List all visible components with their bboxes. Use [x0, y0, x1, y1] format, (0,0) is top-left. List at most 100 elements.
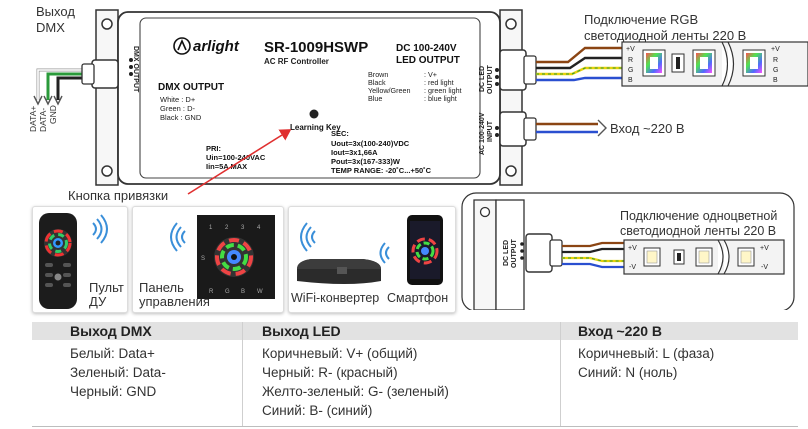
panel-key-label: 1: [209, 225, 213, 231]
wireless-signal-icon: [300, 222, 316, 252]
dmx-output-title: DMX OUTPUT: [158, 82, 224, 93]
port-led-output-1: DC LED: [479, 66, 486, 92]
led-output-title-2: LED OUTPUT: [396, 55, 460, 66]
panel-key-label: 3: [241, 225, 245, 231]
column-divider: [242, 322, 243, 426]
rgb-strip-label-1: Подключение RGB: [584, 12, 698, 27]
led-yellowgreen: Yellow/Green: [368, 86, 411, 95]
led-black: Black: [368, 78, 386, 87]
mono-led-strip: +V -V +V -V: [623, 239, 785, 275]
smartphone-label: Смартфон: [387, 291, 449, 305]
learning-key-callout: Кнопка привязки: [68, 188, 168, 203]
input-cable-gland: [499, 111, 537, 147]
mono-wires: [562, 241, 630, 269]
dmx-wire-arrows: [33, 95, 63, 106]
list-item: Черный: GND: [70, 384, 157, 399]
port-dmx-output: DMX OUTPUT: [132, 46, 139, 93]
wireless-signal-icon: [170, 222, 186, 252]
port-led-output-2: OUTPUT: [487, 65, 494, 95]
tile-wifi: WiFi-конвертер Смартфон: [288, 206, 456, 313]
model-name: SR-1009HSWP: [264, 39, 368, 56]
led-blue: Blue: [368, 94, 382, 103]
input-220-label: Вход ~220 В: [610, 121, 685, 136]
wireless-signal-icon: [92, 214, 108, 244]
callout-arrow: [187, 129, 292, 195]
list-item: Желто-зеленый: G- (зеленый): [262, 384, 449, 399]
wire-data-plus: DATA+: [28, 106, 38, 132]
model-subtitle: AC RF Controller: [264, 57, 329, 66]
column-led: Коричневый: V+ (общий) Черный: R- (красн…: [262, 344, 449, 420]
pri-label: PRI:: [206, 144, 221, 153]
learning-key-label: Learning Key: [290, 123, 341, 132]
panel-key-label: B: [241, 289, 245, 295]
panel-key-label: 2: [225, 225, 229, 231]
pri-iin: Iin=5A MAX: [206, 162, 247, 171]
wifi-converter-image: [297, 215, 443, 285]
list-item: Коричневый: V+ (общий): [262, 346, 418, 361]
led-green-light: : green light: [424, 86, 462, 95]
remote-image: [39, 213, 108, 309]
header-dmx: Выход DMX: [70, 323, 152, 339]
svg-text:OUTPUT: OUTPUT: [511, 239, 518, 269]
svg-text:+V: +V: [771, 46, 780, 53]
rgb-led-strip: +V R G B +V R G B: [621, 41, 808, 87]
arlight-logo: arlight: [173, 37, 240, 55]
dmx-wires: [36, 68, 92, 100]
led-brown: Brown: [368, 70, 388, 79]
panel-key-label: G: [225, 289, 230, 295]
led-cable-gland: [499, 49, 537, 91]
rgb-output-wires: [536, 46, 630, 82]
rgb-led-chip: [742, 49, 766, 77]
rgb-strip-label-2: светодиодной ленты 220 В: [584, 28, 746, 43]
led-red-light: : red light: [424, 78, 454, 87]
led-v-plus: : V+: [424, 70, 437, 79]
svg-text:arlight: arlight: [193, 38, 240, 55]
list-item: Синий: N (ноль): [578, 365, 678, 380]
controller-enclosure: [95, 9, 523, 186]
svg-text:B: B: [628, 77, 633, 84]
dmx-output-label: Выход: [36, 4, 75, 19]
svg-text:DC LED: DC LED: [503, 240, 510, 266]
port-dots-right: [495, 68, 499, 137]
panel-key-label: R: [209, 289, 214, 295]
svg-text:-V: -V: [629, 264, 636, 271]
rgb-led-chip: [692, 49, 716, 77]
dmx-green: Green : D-: [160, 104, 196, 113]
mono-strip-label-2: светодиодной ленты 220 В: [620, 224, 776, 238]
wire-gnd: GND: [48, 105, 58, 124]
rgb-led-chip: [642, 49, 666, 77]
column-divider: [560, 322, 561, 426]
list-item: Белый: Data+: [70, 346, 155, 361]
dmx-black: Black : GND: [160, 113, 202, 122]
svg-text:+V: +V: [626, 46, 635, 53]
header-input: Вход ~220 В: [578, 323, 663, 339]
svg-text:R: R: [773, 57, 778, 64]
mono-strip-label-1: Подключение одноцветной: [620, 209, 777, 223]
led-blue-light: : blue light: [424, 94, 457, 103]
svg-text:-V: -V: [761, 264, 768, 271]
column-input: Коричневый: L (фаза) Синий: N (ноль): [578, 344, 714, 382]
svg-text:+V: +V: [760, 245, 769, 252]
column-dmx: Белый: Data+ Зеленый: Data- Черный: GND: [70, 344, 166, 401]
learning-key-button[interactable]: [309, 109, 319, 119]
table-bottom-rule: [32, 426, 798, 427]
wifi-converter-label: WiFi-конвертер: [291, 291, 380, 305]
dmx-output-label-2: DMX: [36, 20, 65, 35]
panel-key-label: W: [257, 289, 263, 295]
panel-key-label: 4: [257, 225, 261, 231]
header-led: Выход LED: [262, 323, 341, 339]
list-item: Синий: B- (синий): [262, 403, 373, 418]
list-item: Зеленый: Data-: [70, 365, 166, 380]
sec-pout: Pout=3x(167-333)W: [331, 157, 401, 166]
sec-temp: TEMP RANGE: -20˚C...+50˚C: [331, 166, 432, 175]
input-arrow-head: [597, 119, 607, 137]
input-wires: [536, 122, 598, 134]
table-header: [32, 322, 798, 340]
wire-data-minus: DATA-: [38, 108, 48, 132]
pri-uin: Uin=100-240VAC: [206, 153, 266, 162]
